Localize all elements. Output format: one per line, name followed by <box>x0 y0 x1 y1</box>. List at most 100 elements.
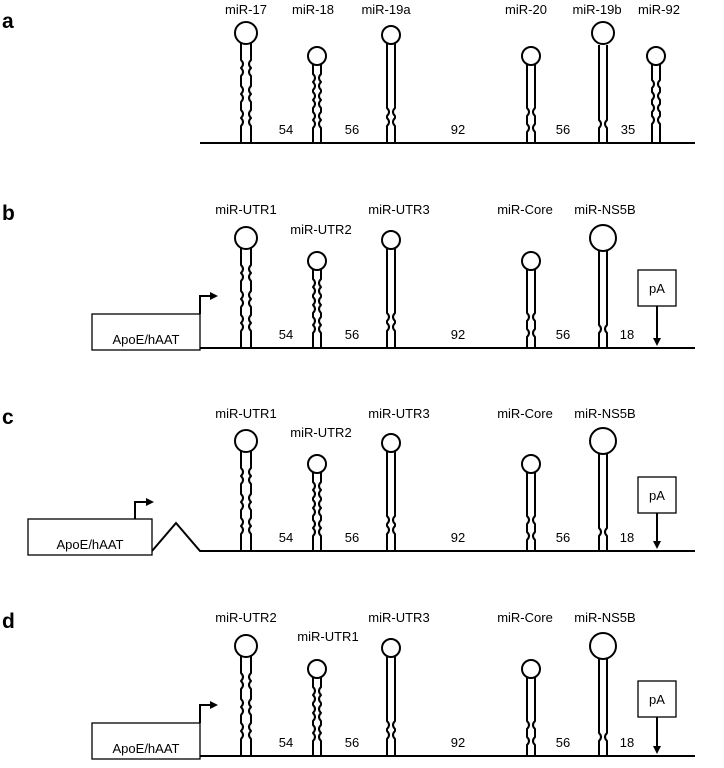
hairpin-stem <box>386 249 390 348</box>
hairpin-stem <box>386 657 390 756</box>
hairpin-stem <box>392 44 396 143</box>
hairpin-loop <box>307 46 327 66</box>
pa-label: pA <box>649 692 665 707</box>
hairpin-loop <box>381 433 401 453</box>
hairpin-loop <box>521 659 541 679</box>
promoter-arrow <box>134 501 148 519</box>
spacer-label: 54 <box>279 530 293 545</box>
hairpin-label: miR-UTR3 <box>368 202 429 217</box>
promoter-arrow-head <box>146 498 154 506</box>
hairpin-label: miR-UTR2 <box>290 425 351 440</box>
panel-b: b ApoE/hAAT miR-UTR1 miR-UTR2 miR-UTR3 <box>2 202 695 351</box>
pa-label: pA <box>649 488 665 503</box>
hairpin-loop <box>589 632 617 660</box>
panel-letter-a: a <box>2 10 14 33</box>
hairpin-loop <box>521 46 541 66</box>
hairpin-label: miR-92 <box>638 2 680 17</box>
spacer-label: 92 <box>451 327 465 342</box>
hairpin-b-4: miR-NS5B <box>574 202 636 348</box>
hairpin-d-4: miR-NS5B <box>574 610 636 756</box>
hairpin-label: miR-17 <box>225 2 267 17</box>
spacer-label: 56 <box>345 327 359 342</box>
hairpin-label: miR-19a <box>361 2 411 17</box>
hairpin-stem <box>598 251 602 348</box>
hairpin-loop <box>307 454 327 474</box>
hairpin-label: miR-NS5B <box>574 202 635 217</box>
hairpin-loop <box>381 230 401 250</box>
hairpin-d-3: miR-Core <box>497 610 553 756</box>
pa-box <box>637 476 677 514</box>
hairpin-stem <box>248 450 252 551</box>
hairpin-loop <box>589 224 617 252</box>
spacer-label: 35 <box>621 122 635 137</box>
spacer-label: 92 <box>451 735 465 750</box>
hairpin-label: miR-NS5B <box>574 610 635 625</box>
hairpin-stem <box>318 677 322 756</box>
hairpin-stem <box>312 677 316 756</box>
hairpin-loop <box>234 634 258 658</box>
hairpin-label: miR-UTR2 <box>215 610 276 625</box>
hairpin-stem <box>240 247 244 348</box>
hairpin-label: miR-Core <box>497 202 553 217</box>
pa-arrow-head <box>653 541 661 549</box>
promoter-box <box>27 518 153 556</box>
hairpin-stem <box>248 655 252 756</box>
hairpin-stem <box>392 249 396 348</box>
hairpin-stem <box>318 64 322 143</box>
hairpin-stem <box>598 45 602 143</box>
hairpin-label: miR-UTR1 <box>297 629 358 644</box>
hairpin-loop <box>307 251 327 271</box>
promoter-label: ApoE/hAAT <box>57 537 124 552</box>
spacer-label: 56 <box>345 735 359 750</box>
promoter-label: ApoE/hAAT <box>113 332 180 347</box>
hairpin-stem <box>657 64 661 143</box>
hairpin-loop <box>307 659 327 679</box>
hairpin-stem <box>312 472 316 551</box>
panel-c: c ApoE/hAAT miR-UTR1 miR-UTR2 miR-UTR3 <box>2 406 695 556</box>
hairpin-c-4: miR-NS5B <box>574 406 636 551</box>
hairpin-label: miR-UTR3 <box>368 406 429 421</box>
spacer-label: 18 <box>620 530 634 545</box>
hairpin-label: miR-19b <box>572 2 621 17</box>
hairpin-label: miR-Core <box>497 610 553 625</box>
spacer-label: 18 <box>620 735 634 750</box>
hairpin-stem <box>312 64 316 143</box>
hairpin-loop <box>234 429 258 453</box>
promoter-arrow-head <box>210 701 218 709</box>
spacer-label: 18 <box>620 327 634 342</box>
hairpin-label: miR-Core <box>497 406 553 421</box>
hairpin-stem <box>318 269 322 348</box>
pa-arrow-head <box>653 338 661 346</box>
hairpin-c-2: miR-UTR3 <box>368 406 430 551</box>
spacer-label: 54 <box>279 735 293 750</box>
spacer-label: 56 <box>345 122 359 137</box>
panel-letter-c: c <box>2 406 14 429</box>
hairpin-stem <box>532 269 536 348</box>
hairpin-stem <box>240 42 244 143</box>
hairpin-label: miR-NS5B <box>574 406 635 421</box>
panel-letter-b: b <box>2 202 15 225</box>
promoter-arrow <box>199 704 212 723</box>
hairpin-loop <box>381 25 401 45</box>
promoter-arrow <box>199 295 212 314</box>
hairpin-stem <box>532 677 536 756</box>
hairpin-b-2: miR-UTR3 <box>368 202 430 348</box>
spacer-label: 56 <box>556 735 570 750</box>
hairpin-loop <box>591 21 615 45</box>
hairpin-a-4: miR-19b <box>572 2 622 143</box>
hairpin-stem <box>651 64 655 143</box>
hairpin-stem <box>598 454 602 551</box>
spacer-label: 56 <box>556 327 570 342</box>
hairpin-c-0: miR-UTR1 <box>215 406 277 551</box>
spacer-label: 56 <box>345 530 359 545</box>
spacer-label: 92 <box>451 122 465 137</box>
hairpin-label: miR-18 <box>292 2 334 17</box>
hairpin-stem <box>386 452 390 551</box>
hairpin-b-0: miR-UTR1 <box>215 202 277 348</box>
backbone-line-c <box>151 521 695 552</box>
panel-letter-d: d <box>2 610 15 633</box>
hairpin-stem <box>392 452 396 551</box>
spacer-label: 92 <box>451 530 465 545</box>
hairpin-loop <box>521 454 541 474</box>
hairpin-stem <box>248 42 252 143</box>
